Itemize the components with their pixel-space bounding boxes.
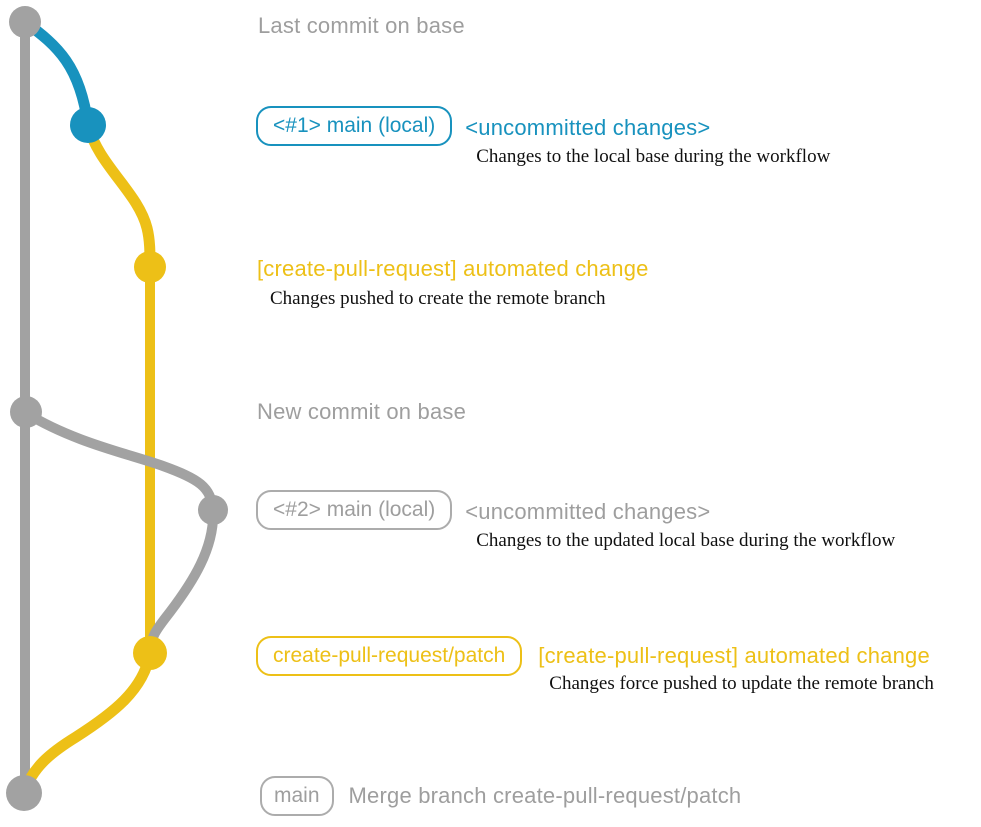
branch-badge-main-local-1: <#1> main (local) <box>256 106 453 146</box>
local2-to-patch-curve <box>145 505 219 658</box>
automated-change-detail-2: Changes force pushed to update the remot… <box>549 673 934 694</box>
commit-dot-last-base <box>9 6 41 38</box>
new-commit-label: New commit on base <box>257 399 467 424</box>
uncommitted-changes-heading-2: <uncommitted changes> <box>465 499 711 524</box>
uncommitted-changes-detail-2: Changes to the updated local base during… <box>476 530 896 551</box>
row-merge: main Merge branch create-pull-request/pa… <box>260 776 741 816</box>
branch-badge-main-local-2: <#2> main (local) <box>256 490 453 530</box>
commit-dot-merge <box>6 775 42 811</box>
uncommitted-changes-heading-1: <uncommitted changes> <box>465 115 711 140</box>
commit-dot-uncommitted-2 <box>198 495 228 525</box>
row-automated-change-2: create-pull-request/patch [create-pull-r… <box>256 636 934 695</box>
branch-badge-main: main <box>260 776 334 816</box>
row-local-main-1: <#1> main (local) <uncommitted changes> … <box>256 106 830 168</box>
row-local-main-2: <#2> main (local) <uncommitted changes> … <box>256 490 895 552</box>
base-to-local2-curve <box>21 408 218 515</box>
commit-dot-new-base <box>10 396 42 428</box>
local-main-branch-curve <box>19 16 94 131</box>
commit-dot-automated-change-2 <box>133 636 167 670</box>
branch-badge-patch: create-pull-request/patch <box>256 636 523 676</box>
row-automated-change-1: [create-pull-request] automated change C… <box>257 256 649 310</box>
uncommitted-changes-detail-1: Changes to the local base during the wor… <box>476 146 831 167</box>
last-commit-label: Last commit on base <box>258 13 465 38</box>
commit-dot-uncommitted-1 <box>70 107 106 143</box>
commit-dot-automated-change-1 <box>134 251 166 283</box>
automated-change-detail-1: Changes pushed to create the remote bran… <box>270 288 606 309</box>
patch-merge-curve <box>18 647 156 799</box>
automated-change-heading-1: [create-pull-request] automated change <box>257 256 649 281</box>
patch-branch-upper-curve <box>82 119 156 273</box>
automated-change-heading-2: [create-pull-request] automated change <box>538 643 930 668</box>
merge-commit-message: Merge branch create-pull-request/patch <box>348 783 742 808</box>
